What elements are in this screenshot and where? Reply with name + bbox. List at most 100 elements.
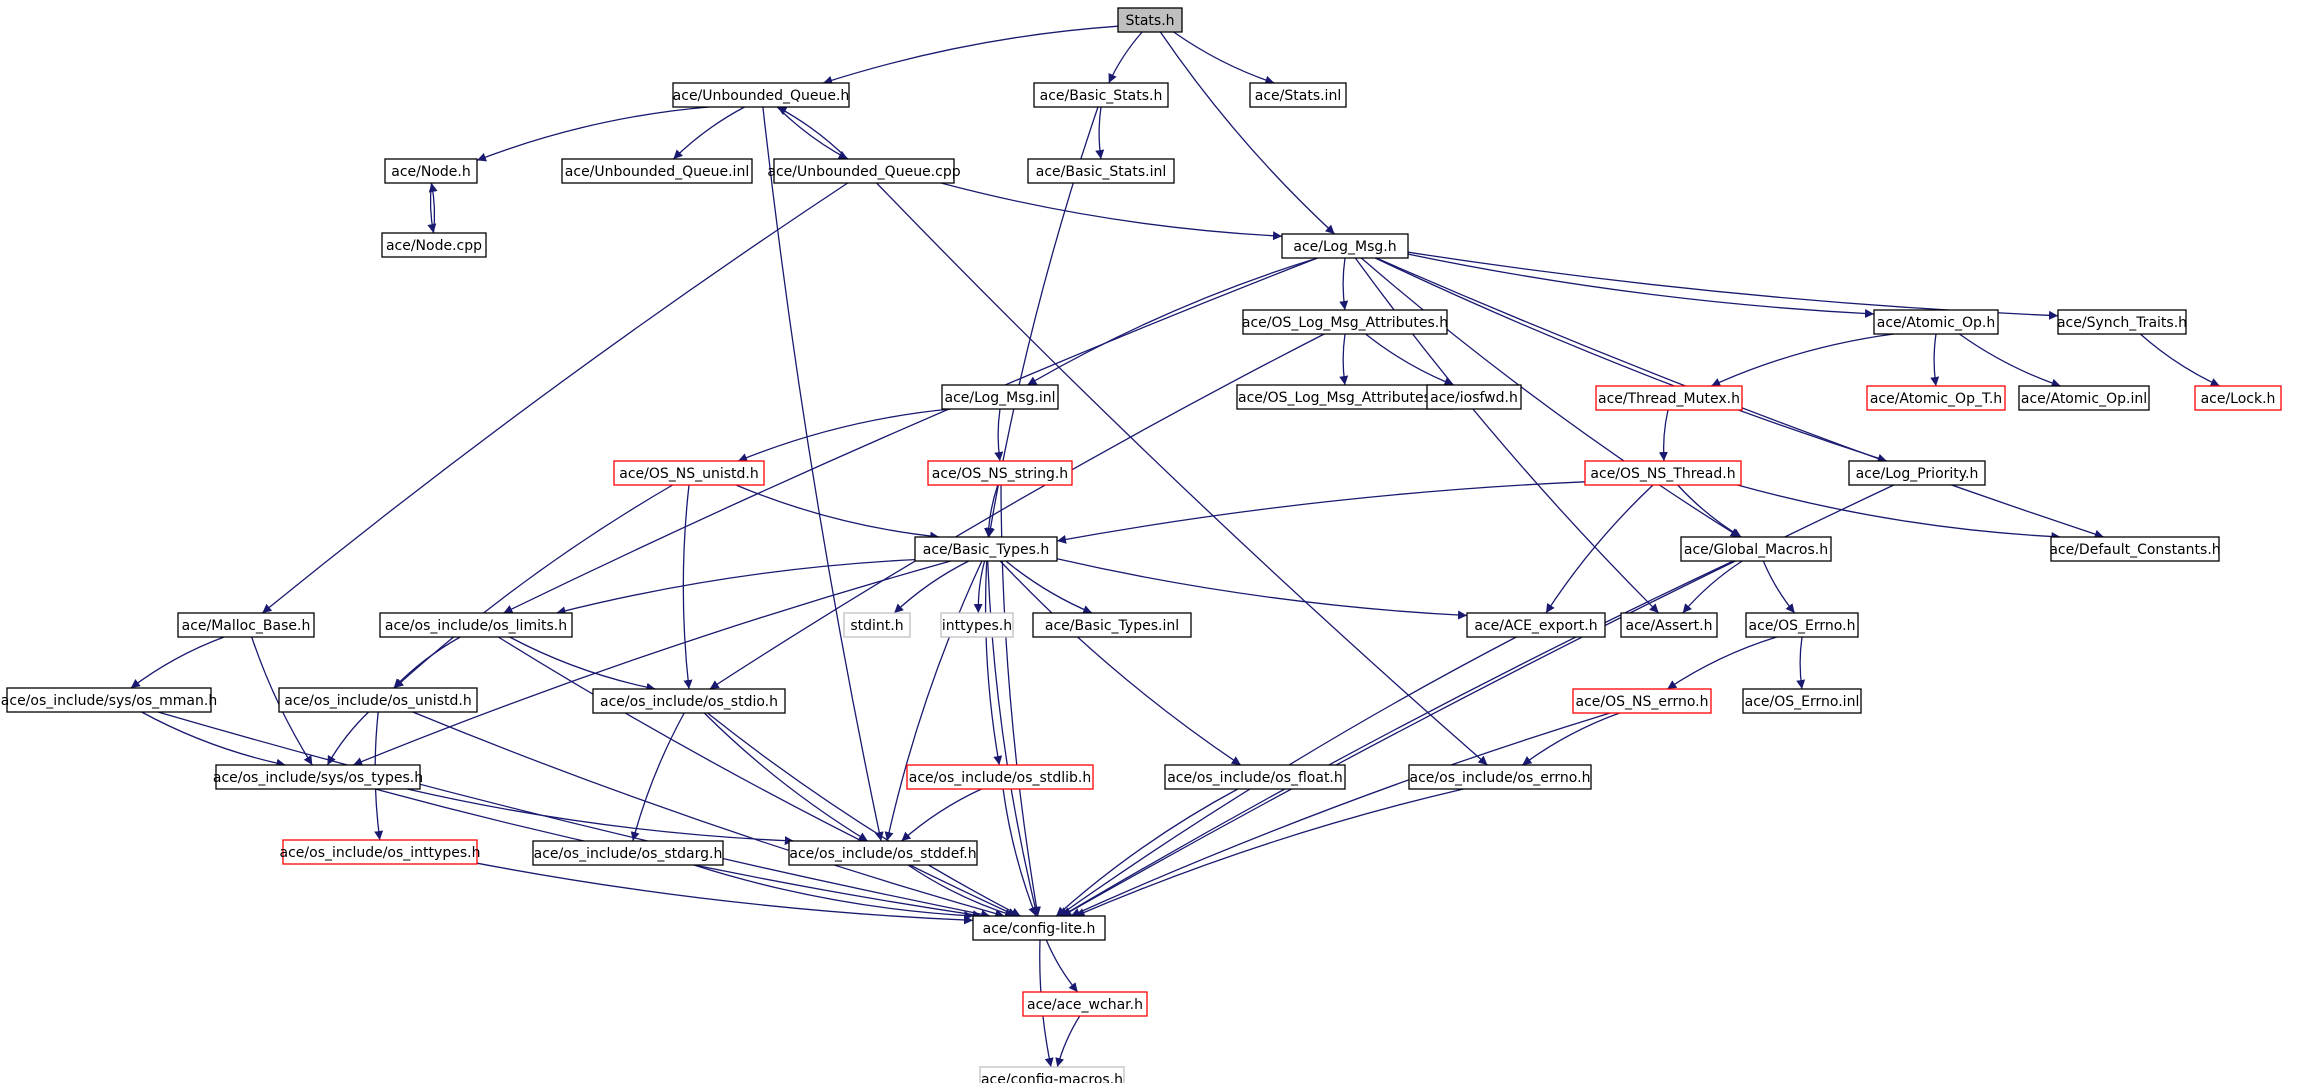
node-box	[613, 460, 765, 486]
node-synch-traits-h[interactable]: ace/Synch_Traits.h	[2057, 309, 2187, 335]
node-label: ace/os_include/os_stddef.h	[789, 846, 976, 862]
edge-unbounded-queue-cpp-to-log-msg-h	[940, 182, 1283, 241]
node-config-macros-h[interactable]: ace/config-macros.h	[979, 1066, 1125, 1083]
node-os-stdarg-h[interactable]: ace/os_include/os_stdarg.h	[532, 840, 724, 866]
node-layer: Stats.h ace/Unbounded_Queue.h ace/Basic_St…	[1, 7, 2282, 1083]
node-box	[6, 687, 212, 713]
node-basic-stats-inl[interactable]: ace/Basic_Stats.inl	[1027, 158, 1175, 184]
node-os-errno-h-ace[interactable]: ace/OS_Errno.h	[1745, 612, 1859, 638]
node-box	[1584, 460, 1742, 486]
node-stats-inl[interactable]: ace/Stats.inl	[1249, 82, 1347, 108]
edge-os-ns-thread-h-to-global-macros-h	[1677, 484, 1742, 538]
edge-basic-types-h-to-os-stddef-h	[884, 560, 983, 842]
node-thread-mutex-h[interactable]: ace/Thread_Mutex.h	[1595, 385, 1743, 411]
node-box	[1848, 460, 1986, 486]
node-atomic-op-t-h[interactable]: ace/Atomic_Op_T.h	[1866, 385, 2006, 411]
node-stdint-h[interactable]: stdint.h	[843, 612, 911, 638]
node-os-stddef-h[interactable]: ace/os_include/os_stddef.h	[788, 840, 978, 866]
edge-log-msg-h-to-log-priority-h	[1374, 257, 1887, 463]
edge-basic-types-h-to-sys-os-types-h	[352, 560, 951, 766]
node-label: ace/OS_Log_Msg_Attributes.inl	[1238, 390, 1452, 406]
node-assert-h[interactable]: ace/Assert.h	[1620, 612, 1718, 638]
node-box	[927, 460, 1073, 486]
edge-basic-types-h-to-os-stdlib-h	[984, 560, 1003, 766]
node-log-msg-inl[interactable]: ace/Log_Msg.inl	[941, 384, 1059, 410]
node-basic-types-inl[interactable]: ace/Basic_Types.inl	[1032, 612, 1192, 638]
node-unbounded-queue-h[interactable]: ace/Unbounded_Queue.h	[672, 82, 850, 108]
node-os-stdlib-h[interactable]: ace/os_include/os_stdlib.h	[906, 764, 1094, 790]
node-iosfwd-h[interactable]: ace/iosfwd.h	[1426, 384, 1522, 410]
node-os-unistd-h[interactable]: ace/os_include/os_unistd.h	[278, 687, 478, 713]
node-lock-h[interactable]: ace/Lock.h	[2194, 385, 2282, 411]
node-box	[532, 840, 724, 866]
node-label: ace/OS_NS_string.h	[932, 466, 1068, 482]
node-default-constants-h[interactable]: ace/Default_Constants.h	[2049, 536, 2221, 562]
edge-config-lite-h-to-ace-wchar-h	[1045, 939, 1079, 993]
edge-log-msg-h-to-atomic-op-h	[1407, 253, 1875, 319]
edge-os-stdlib-h-to-os-stddef-h	[901, 788, 982, 842]
node-box	[1117, 7, 1183, 33]
node-os-log-msg-attributes-inl[interactable]: ace/OS_Log_Msg_Attributes.inl	[1236, 384, 1454, 410]
edge-unbounded-queue-h-to-node-h	[476, 106, 709, 162]
node-unbounded-queue-inl[interactable]: ace/Unbounded_Queue.inl	[561, 158, 753, 184]
node-os-float-h[interactable]: ace/os_include/os_float.h	[1164, 764, 1346, 790]
edge-sys-os-mman-h-to-config-lite-h	[157, 711, 991, 919]
node-unbounded-queue-cpp[interactable]: ace/Unbounded_Queue.cpp	[767, 158, 961, 184]
node-sys-os-types-h[interactable]: ace/os_include/sys/os_types.h	[213, 764, 423, 790]
node-node-cpp[interactable]: ace/Node.cpp	[381, 232, 487, 258]
edge-os-errno-h-ace-to-os-ns-errno-h	[1666, 636, 1777, 690]
node-label: inttypes.h	[942, 618, 1012, 634]
node-log-msg-h[interactable]: ace/Log_Msg.h	[1281, 233, 1409, 259]
node-box	[177, 612, 315, 638]
node-stats-h[interactable]: Stats.h	[1117, 7, 1183, 33]
node-box	[1249, 82, 1347, 108]
node-box	[940, 612, 1014, 638]
node-box	[843, 612, 911, 638]
node-box	[1620, 612, 1718, 638]
node-label: ace/os_include/sys/os_types.h	[213, 770, 423, 786]
node-inttypes-h[interactable]: inttypes.h	[940, 612, 1014, 638]
node-os-ns-string-h[interactable]: ace/OS_NS_string.h	[927, 460, 1073, 486]
node-sys-os-mman-h[interactable]: ace/os_include/sys/os_mman.h	[1, 687, 217, 713]
edge-unbounded-queue-h-to-os-stddef-h	[762, 106, 884, 842]
node-node-h[interactable]: ace/Node.h	[384, 158, 478, 184]
node-box	[1742, 688, 1862, 714]
node-os-log-msg-attributes-h[interactable]: ace/OS_Log_Msg_Attributes.h	[1242, 309, 1448, 335]
edge-unbounded-queue-cpp-to-unbounded-queue-h	[776, 106, 849, 160]
node-os-limits-h[interactable]: ace/os_include/os_limits.h	[379, 612, 573, 638]
edge-stats-h-to-log-msg-h	[1159, 31, 1336, 235]
node-os-ns-thread-h[interactable]: ace/OS_NS_Thread.h	[1584, 460, 1742, 486]
node-os-errno-inl[interactable]: ace/OS_Errno.inl	[1742, 688, 1862, 714]
node-atomic-op-inl[interactable]: ace/Atomic_Op.inl	[2018, 385, 2150, 411]
node-basic-types-h[interactable]: ace/Basic_Types.h	[914, 536, 1058, 562]
node-os-include-errno-h[interactable]: ace/os_include/os_errno.h	[1408, 764, 1592, 790]
node-box	[282, 839, 478, 865]
node-box	[215, 764, 421, 790]
edge-os-include-errno-h-to-config-lite-h	[1075, 788, 1464, 917]
node-box	[278, 687, 478, 713]
node-malloc-base-h[interactable]: ace/Malloc_Base.h	[177, 612, 315, 638]
node-log-priority-h[interactable]: ace/Log_Priority.h	[1848, 460, 1986, 486]
node-label: ace/Basic_Types.h	[923, 542, 1049, 558]
node-basic-stats-h[interactable]: ace/Basic_Stats.h	[1033, 82, 1169, 108]
node-ace-wchar-h[interactable]: ace/ace_wchar.h	[1022, 991, 1148, 1017]
node-label: ace/os_include/os_inttypes.h	[280, 845, 481, 861]
node-os-ns-errno-h[interactable]: ace/OS_NS_errno.h	[1572, 688, 1712, 714]
edge-sys-os-mman-h-to-sys-os-types-h	[141, 711, 286, 768]
node-os-stdio-h[interactable]: ace/os_include/os_stdio.h	[592, 688, 786, 714]
node-os-ns-unistd-h[interactable]: ace/OS_NS_unistd.h	[613, 460, 765, 486]
node-config-lite-h[interactable]: ace/config-lite.h	[972, 915, 1106, 941]
edge-log-msg-h-to-synch-traits-h	[1407, 251, 2059, 320]
node-label: Stats.h	[1125, 13, 1174, 29]
edge-os-log-msg-attributes-h-to-os-log-msg-attributes-inl	[1339, 333, 1349, 386]
node-atomic-op-h[interactable]: ace/Atomic_Op.h	[1873, 309, 1999, 335]
edge-os-log-msg-attributes-h-to-os-stdio-h	[709, 333, 1325, 690]
node-global-macros-h[interactable]: ace/Global_Macros.h	[1680, 536, 1832, 562]
node-box	[788, 840, 978, 866]
node-box	[1680, 536, 1832, 562]
edge-log-msg-inl-to-os-ns-string-h	[994, 408, 1004, 462]
edge-basic-types-h-to-ace-export-h	[1056, 558, 1468, 620]
node-ace-export-h[interactable]: ace/ACE_export.h	[1466, 612, 1606, 638]
node-os-inttypes-h[interactable]: ace/os_include/os_inttypes.h	[280, 839, 481, 865]
edge-log-msg-h-to-assert-h	[1354, 257, 1660, 614]
